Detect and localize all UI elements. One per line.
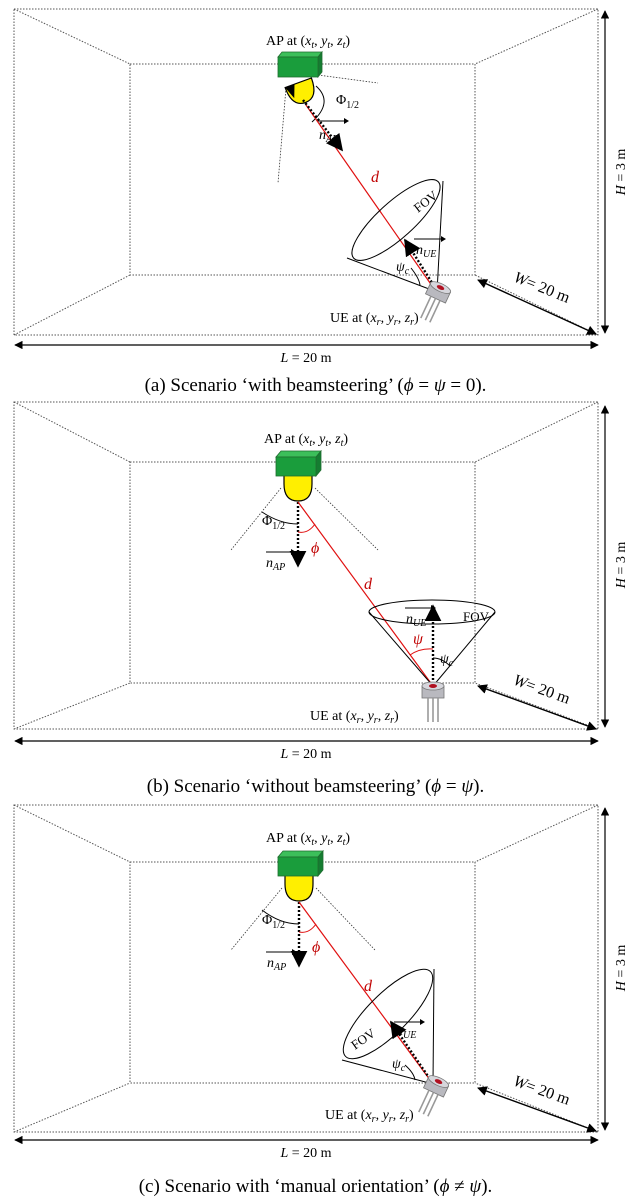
- width-dimension-arrow: [477, 1086, 597, 1133]
- width-dimension-arrow: [477, 279, 597, 335]
- los-link: [297, 501, 434, 687]
- ue-normal-vector: [403, 238, 438, 290]
- height-label: H = 3 m: [614, 945, 629, 993]
- distance-label: d: [364, 978, 373, 995]
- psi-c-arc: [432, 657, 451, 667]
- fov-label: FOV: [348, 1025, 378, 1053]
- ue-device: [420, 281, 452, 323]
- fov-cone: [341, 968, 435, 1085]
- n-ue-label: nUE: [405, 605, 436, 629]
- ap-label: AP at (xt, yt, zt): [266, 831, 350, 848]
- svg-text:nAP: nAP: [319, 128, 338, 145]
- beam-edge: [277, 87, 287, 184]
- svg-text:nAP: nAP: [266, 556, 285, 573]
- beam-edge: [314, 487, 379, 551]
- panel-a-diagram: L = 20 m H = 3 m W= 20 m AP at (xt, yt, …: [13, 8, 629, 366]
- ue-device: [418, 1075, 450, 1117]
- panel-c-diagram: L = 20 m H = 3 m W= 20 m AP at (xt, yt, …: [13, 804, 629, 1161]
- ue-normal-vector: [390, 1020, 433, 1083]
- ue-device: [421, 681, 445, 722]
- height-label: H = 3 m: [614, 542, 629, 590]
- n-ue-label: nUE: [394, 1019, 425, 1041]
- fov-label: FOV: [463, 609, 490, 624]
- ap-device: [277, 849, 324, 902]
- width-dimension-arrow: [477, 684, 597, 731]
- phi-label: ϕ: [312, 939, 320, 956]
- fov-label: FOV: [411, 187, 441, 215]
- length-label: L = 20 m: [279, 747, 331, 762]
- psi-c-arc: [404, 1064, 416, 1081]
- length-label: L = 20 m: [279, 351, 331, 366]
- psi-c-label: ψc: [440, 652, 454, 669]
- length-label: L = 20 m: [279, 1146, 331, 1161]
- half-angle-label: Φ1/2: [262, 514, 285, 532]
- psi-c-arc: [410, 267, 421, 286]
- half-angle-label: Φ1/2: [262, 913, 285, 931]
- psi-c-label: ψc: [396, 260, 410, 277]
- beam-edge: [315, 887, 376, 951]
- n-ap-label: nAP: [266, 949, 297, 973]
- psi-label: ψ: [413, 631, 424, 648]
- svg-text:nAP: nAP: [267, 956, 286, 973]
- ue-label: UE at (xr, yr, zr): [325, 1108, 414, 1125]
- ap-normal-vector: [302, 99, 344, 152]
- caption-b: (b) Scenario ‘without beamsteering’ (ϕ =…: [146, 776, 485, 797]
- phi-arc: [298, 923, 317, 933]
- half-angle-label: Φ1/2: [336, 93, 359, 111]
- psi-c-label: ψc: [392, 1057, 406, 1074]
- svg-text:nUE: nUE: [406, 612, 426, 629]
- svg-text:nUE: nUE: [396, 1024, 416, 1041]
- width-label: W= 20 m: [511, 269, 572, 307]
- caption-c: (c) Scenario with ‘manual orientation’ (…: [138, 1176, 493, 1197]
- half-angle-arc: [261, 909, 300, 925]
- height-label: H = 3 m: [614, 149, 629, 197]
- svg-text:nUE: nUE: [416, 243, 436, 260]
- beam-edge: [317, 74, 379, 84]
- ue-label: UE at (xr, yr, zr): [310, 709, 399, 726]
- width-label: W= 20 m: [511, 672, 573, 708]
- distance-label: d: [371, 169, 380, 186]
- caption-a: (a) Scenario ‘with beamsteering’ (ϕ = ψ …: [144, 375, 487, 396]
- ap-device: [277, 50, 323, 104]
- ap-device: [275, 449, 322, 502]
- phi-label: ϕ: [311, 540, 319, 557]
- n-ap-label: nAP: [318, 118, 349, 145]
- half-angle-arc: [261, 511, 299, 525]
- beam-edge: [230, 887, 283, 951]
- ue-label: UE at (xr, yr, zr): [330, 311, 419, 328]
- phi-arc: [297, 523, 316, 533]
- ap-label: AP at (xt, yt, zt): [266, 34, 350, 51]
- ap-label: AP at (xt, yt, zt): [264, 432, 348, 449]
- panel-b-diagram: L = 20 m H = 3 m W= 20 m AP at (xt, yt, …: [13, 401, 629, 762]
- n-ue-label: nUE: [414, 236, 446, 260]
- beam-edge: [230, 487, 282, 551]
- fov-cone: [346, 179, 444, 293]
- n-ap-label: nAP: [266, 549, 296, 573]
- distance-label: d: [364, 576, 373, 593]
- los-link: [298, 901, 434, 1085]
- psi-arc: [409, 648, 434, 656]
